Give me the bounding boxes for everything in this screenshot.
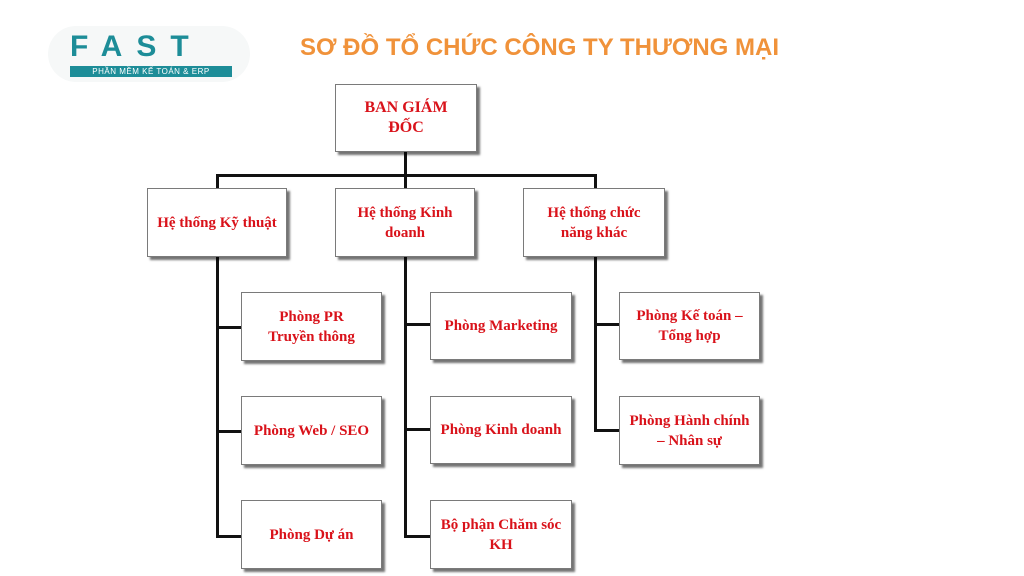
connector-root-down xyxy=(404,152,407,176)
connector-trunk-3 xyxy=(594,257,597,432)
connector-branch-2-2 xyxy=(404,428,430,431)
connector-drop-1 xyxy=(216,174,219,188)
connector-drop-2 xyxy=(404,174,407,188)
node-admin-hr: Phòng Hành chính – Nhân sự xyxy=(619,396,760,465)
connector-branch-1-1 xyxy=(216,326,242,329)
connector-trunk-2 xyxy=(404,257,407,538)
logo-tagline: PHẦN MỀM KẾ TOÁN & ERP xyxy=(70,66,232,77)
connector-trunk-1 xyxy=(216,257,219,538)
node-business-system: Hệ thống Kinh doanh xyxy=(335,188,475,257)
connector-branch-1-3 xyxy=(216,535,242,538)
logo-wordmark: FAST xyxy=(70,30,203,63)
connector-branch-2-3 xyxy=(404,535,430,538)
connector-branch-2-1 xyxy=(404,323,430,326)
connector-drop-3 xyxy=(594,174,597,188)
node-accounting: Phòng Kế toán – Tổng hợp xyxy=(619,292,760,360)
node-other-functions-system: Hệ thống chức năng khác xyxy=(523,188,665,257)
node-pr-communications: Phòng PR Truyền thông xyxy=(241,292,382,361)
node-web-seo: Phòng Web / SEO xyxy=(241,396,382,465)
page-title: SƠ ĐỒ TỔ CHỨC CÔNG TY THƯƠNG MẠI xyxy=(300,34,779,61)
connector-branch-1-2 xyxy=(216,430,242,433)
node-board-of-directors: BAN GIÁM ĐỐC xyxy=(335,84,477,152)
fast-logo: FAST PHẦN MỀM KẾ TOÁN & ERP xyxy=(48,26,250,82)
node-customer-care: Bộ phận Chăm sóc KH xyxy=(430,500,572,569)
node-technical-system: Hệ thống Kỹ thuật xyxy=(147,188,287,257)
node-marketing: Phòng Marketing xyxy=(430,292,572,360)
connector-branch-3-2 xyxy=(594,429,620,432)
node-sales: Phòng Kinh doanh xyxy=(430,396,572,464)
node-projects: Phòng Dự án xyxy=(241,500,382,569)
connector-branch-3-1 xyxy=(594,323,620,326)
